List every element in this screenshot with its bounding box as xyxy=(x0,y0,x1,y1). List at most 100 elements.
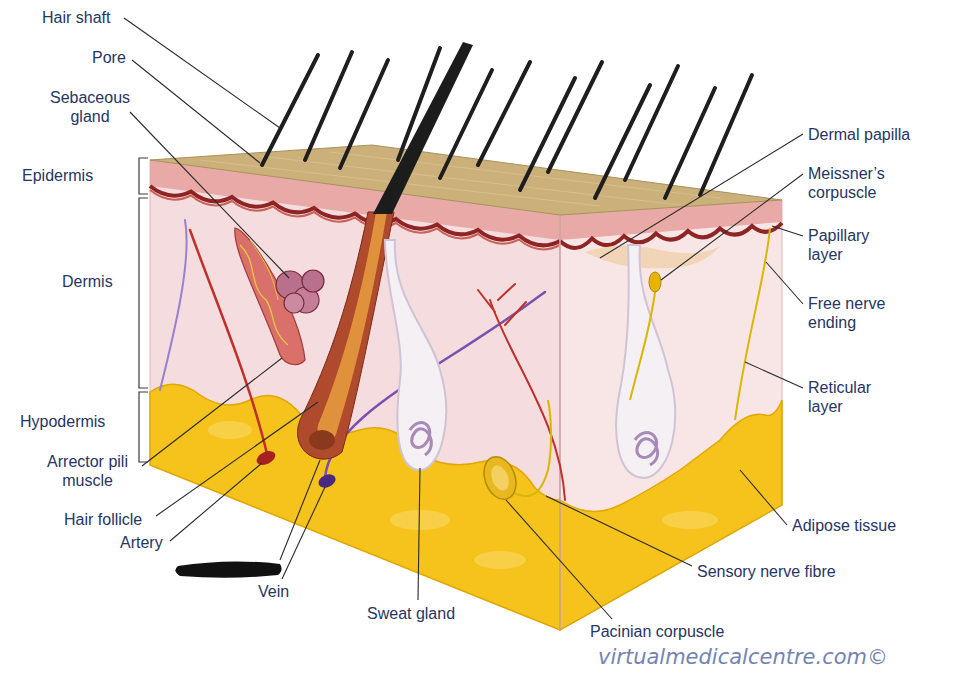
leader-line xyxy=(142,358,282,466)
sensory-receptor xyxy=(478,452,521,504)
right-face xyxy=(560,223,782,248)
part-label: Sensory nerve fibre xyxy=(697,562,836,581)
label-anchor: Dermis xyxy=(62,272,113,291)
leader-line xyxy=(766,262,803,304)
blood-vessel xyxy=(160,220,187,390)
label-anchor: Free nerve ending xyxy=(808,294,903,332)
label-anchor: Adipose tissue xyxy=(792,516,896,535)
arrector-pili-muscle xyxy=(235,228,305,365)
redaction-mark xyxy=(175,561,281,577)
part-label: Adipose tissue xyxy=(792,516,896,535)
layer-label: Epidermis xyxy=(22,166,93,185)
leader-line xyxy=(124,18,803,619)
skin-surface xyxy=(200,152,720,206)
label-anchor: Sensory nerve fibre xyxy=(697,562,836,581)
sebaceous-gland xyxy=(276,270,324,313)
leader-line xyxy=(772,226,803,236)
hair-shaft xyxy=(305,52,352,160)
leader-line xyxy=(506,500,612,619)
watermark: virtualmedicalcentre.com© xyxy=(598,646,888,669)
sweat-gland xyxy=(616,245,675,478)
label-anchor: Hair follicle xyxy=(64,510,142,529)
label-anchor: Artery xyxy=(120,533,163,552)
front-face xyxy=(390,510,450,530)
label-anchor: Pore xyxy=(92,48,126,67)
right-face xyxy=(559,215,561,630)
arrector-pili-muscle xyxy=(235,228,305,365)
hair-shaft xyxy=(262,48,752,198)
sensory-receptor xyxy=(512,400,551,496)
right-face xyxy=(662,511,718,529)
leader-line xyxy=(546,496,692,566)
hair-shaft xyxy=(625,66,678,180)
part-label: Hair shaft xyxy=(42,8,110,27)
hair-follicle xyxy=(373,42,473,214)
layer-bracket xyxy=(139,158,148,194)
part-label: Sweat gland xyxy=(367,604,455,623)
leader-line xyxy=(418,468,420,600)
front-face xyxy=(150,384,560,630)
front-face xyxy=(208,421,252,439)
part-label: Artery xyxy=(120,533,163,552)
hair-shaft xyxy=(398,48,440,160)
part-label: Dermal papilla xyxy=(808,125,910,144)
front-face xyxy=(474,551,526,569)
label-anchor: Papillary layer xyxy=(808,226,898,264)
part-label: Hair follicle xyxy=(64,510,142,529)
sensory-receptor xyxy=(649,272,661,292)
hair-shaft xyxy=(548,62,602,172)
label-anchor: Sweat gland xyxy=(367,604,455,623)
front-face xyxy=(150,160,560,630)
sweat-gland xyxy=(410,423,431,455)
part-label: Pore xyxy=(92,48,126,67)
right-face xyxy=(585,245,720,268)
part-label: Pacinian corpuscle xyxy=(590,622,724,641)
layer-bracket xyxy=(139,198,148,388)
hair-follicle xyxy=(309,430,335,450)
label-anchor: Hair shaft xyxy=(42,8,110,27)
blood-vessel xyxy=(316,472,337,490)
sweat-gland xyxy=(385,240,675,478)
leader-line xyxy=(170,463,262,541)
layer-bracket xyxy=(139,392,148,462)
label-anchor: Pacinian corpuscle xyxy=(590,622,724,641)
hair-shaft xyxy=(478,62,530,165)
layer-label: Hypodermis xyxy=(20,412,105,431)
redaction-mark xyxy=(175,561,281,577)
label-anchor: Sebaceous gland xyxy=(40,88,140,126)
label-anchor: Dermal papilla xyxy=(808,125,910,144)
leader-line xyxy=(132,60,260,163)
sensory-receptor xyxy=(630,292,655,400)
part-label: Sebaceous gland xyxy=(40,88,140,126)
sebaceous-gland xyxy=(284,293,304,313)
leader-line xyxy=(156,402,318,516)
part-label: Vein xyxy=(258,582,289,601)
sensory-receptor xyxy=(478,228,770,504)
blood-vessel xyxy=(254,448,277,467)
leader-line xyxy=(745,362,803,388)
label-anchor: Vein xyxy=(258,582,289,601)
label-anchor: virtualmedicalcentre.com© xyxy=(598,646,888,669)
part-label: Arrector pili muscle xyxy=(30,452,145,490)
hair-shaft xyxy=(700,75,752,195)
sensory-receptor xyxy=(488,463,512,493)
label-anchor: Meissner’s corpuscle xyxy=(808,164,903,202)
arrector-pili-muscle xyxy=(250,240,278,300)
leader-line xyxy=(740,470,787,525)
part-label: Meissner’s corpuscle xyxy=(808,164,903,202)
front-face xyxy=(150,160,560,630)
part-label: Free nerve ending xyxy=(808,294,903,332)
label-anchor: Hypodermis xyxy=(20,412,105,431)
label-anchor: Arrector pili muscle xyxy=(30,452,145,490)
layer-label: Papillary layer xyxy=(808,226,898,264)
label-anchor: Reticular layer xyxy=(808,378,898,416)
hair-shaft xyxy=(340,60,388,168)
hair-follicle xyxy=(297,212,394,459)
layer-label: Reticular layer xyxy=(808,378,898,416)
sebaceous-gland xyxy=(302,270,324,292)
label-anchor: Epidermis xyxy=(22,166,93,185)
layer-label: Dermis xyxy=(62,272,113,291)
leader-line xyxy=(282,487,325,579)
